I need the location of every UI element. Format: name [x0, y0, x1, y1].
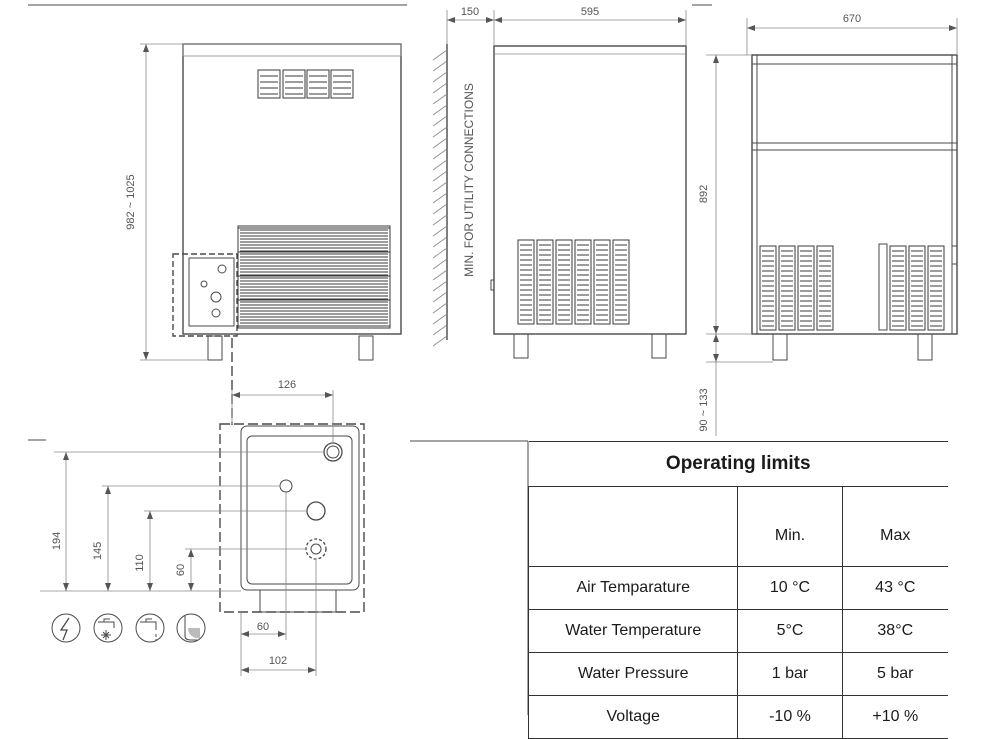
row-min: 10 °C: [737, 566, 843, 610]
height-110-dimension: 110: [134, 554, 146, 572]
body-height-dimension: 892: [698, 185, 710, 203]
table-row: Voltage -10 % +10 %: [527, 695, 948, 739]
rear-right-vent: [889, 245, 945, 331]
leg-height-dimension: 90 ~ 133: [698, 388, 710, 431]
top-vent: [257, 69, 354, 99]
row-label: Air Temparature: [527, 566, 739, 610]
connection-detail: 126 194 145 110 60 60 102: [28, 379, 365, 676]
offset-102-dimension: 102: [269, 655, 287, 667]
wall-clearance-dimension: 150: [461, 6, 479, 18]
row-max: +10 %: [842, 695, 948, 739]
table-row: Water Pressure 1 bar 5 bar: [527, 652, 948, 696]
front-view: 982 ~ 1025: [125, 43, 402, 425]
electric-power-icon: [51, 613, 81, 643]
depth-dimension: 595: [581, 6, 599, 18]
drain-icon: [176, 613, 206, 643]
height-145-dimension: 145: [92, 542, 104, 560]
column-max-header: Max: [842, 486, 948, 567]
front-lower-vent: [237, 225, 391, 329]
side-view: MIN. FOR UTILITY CONNECTIONS 150 595: [432, 6, 687, 359]
water-inlet-icon: [135, 613, 165, 643]
table-row: Air Temparature 10 °C 43 °C: [527, 566, 948, 610]
technical-drawing: 982 ~ 1025 MIN. FOR UTILITY CONNECTIONS …: [28, 4, 958, 715]
column-min-header: Min.: [737, 486, 843, 567]
operating-limits-table: Operating limits Min. Max Air Temparatur…: [527, 441, 948, 739]
row-max: 5 bar: [842, 652, 948, 696]
height-60-dimension: 60: [175, 564, 187, 576]
rear-view: 670 892 90 ~ 133: [698, 13, 958, 436]
row-max: 38°C: [842, 609, 948, 653]
water-inlet-cold-icon: [93, 613, 123, 643]
offset-126-dimension: 126: [278, 379, 296, 391]
height-194-dimension: 194: [51, 532, 63, 550]
side-vent: [517, 239, 630, 325]
row-label: Water Pressure: [527, 652, 739, 696]
height-range-label: 982 ~ 1025: [125, 174, 137, 229]
rear-left-vent: [759, 245, 834, 331]
width-dimension: 670: [843, 13, 861, 25]
wall-clearance-label: MIN. FOR UTILITY CONNECTIONS: [462, 83, 476, 277]
table-row: Water Temperature 5°C 38°C: [527, 609, 948, 653]
row-max: 43 °C: [842, 566, 948, 610]
header-empty-cell: [527, 486, 739, 567]
row-min: 5°C: [737, 609, 843, 653]
row-min: -10 %: [737, 695, 843, 739]
row-label: Water Temperature: [527, 609, 739, 653]
row-label: Voltage: [527, 695, 739, 739]
operating-limits-title: Operating limits: [528, 441, 948, 487]
row-min: 1 bar: [737, 652, 843, 696]
offset-60-dimension: 60: [257, 621, 269, 633]
